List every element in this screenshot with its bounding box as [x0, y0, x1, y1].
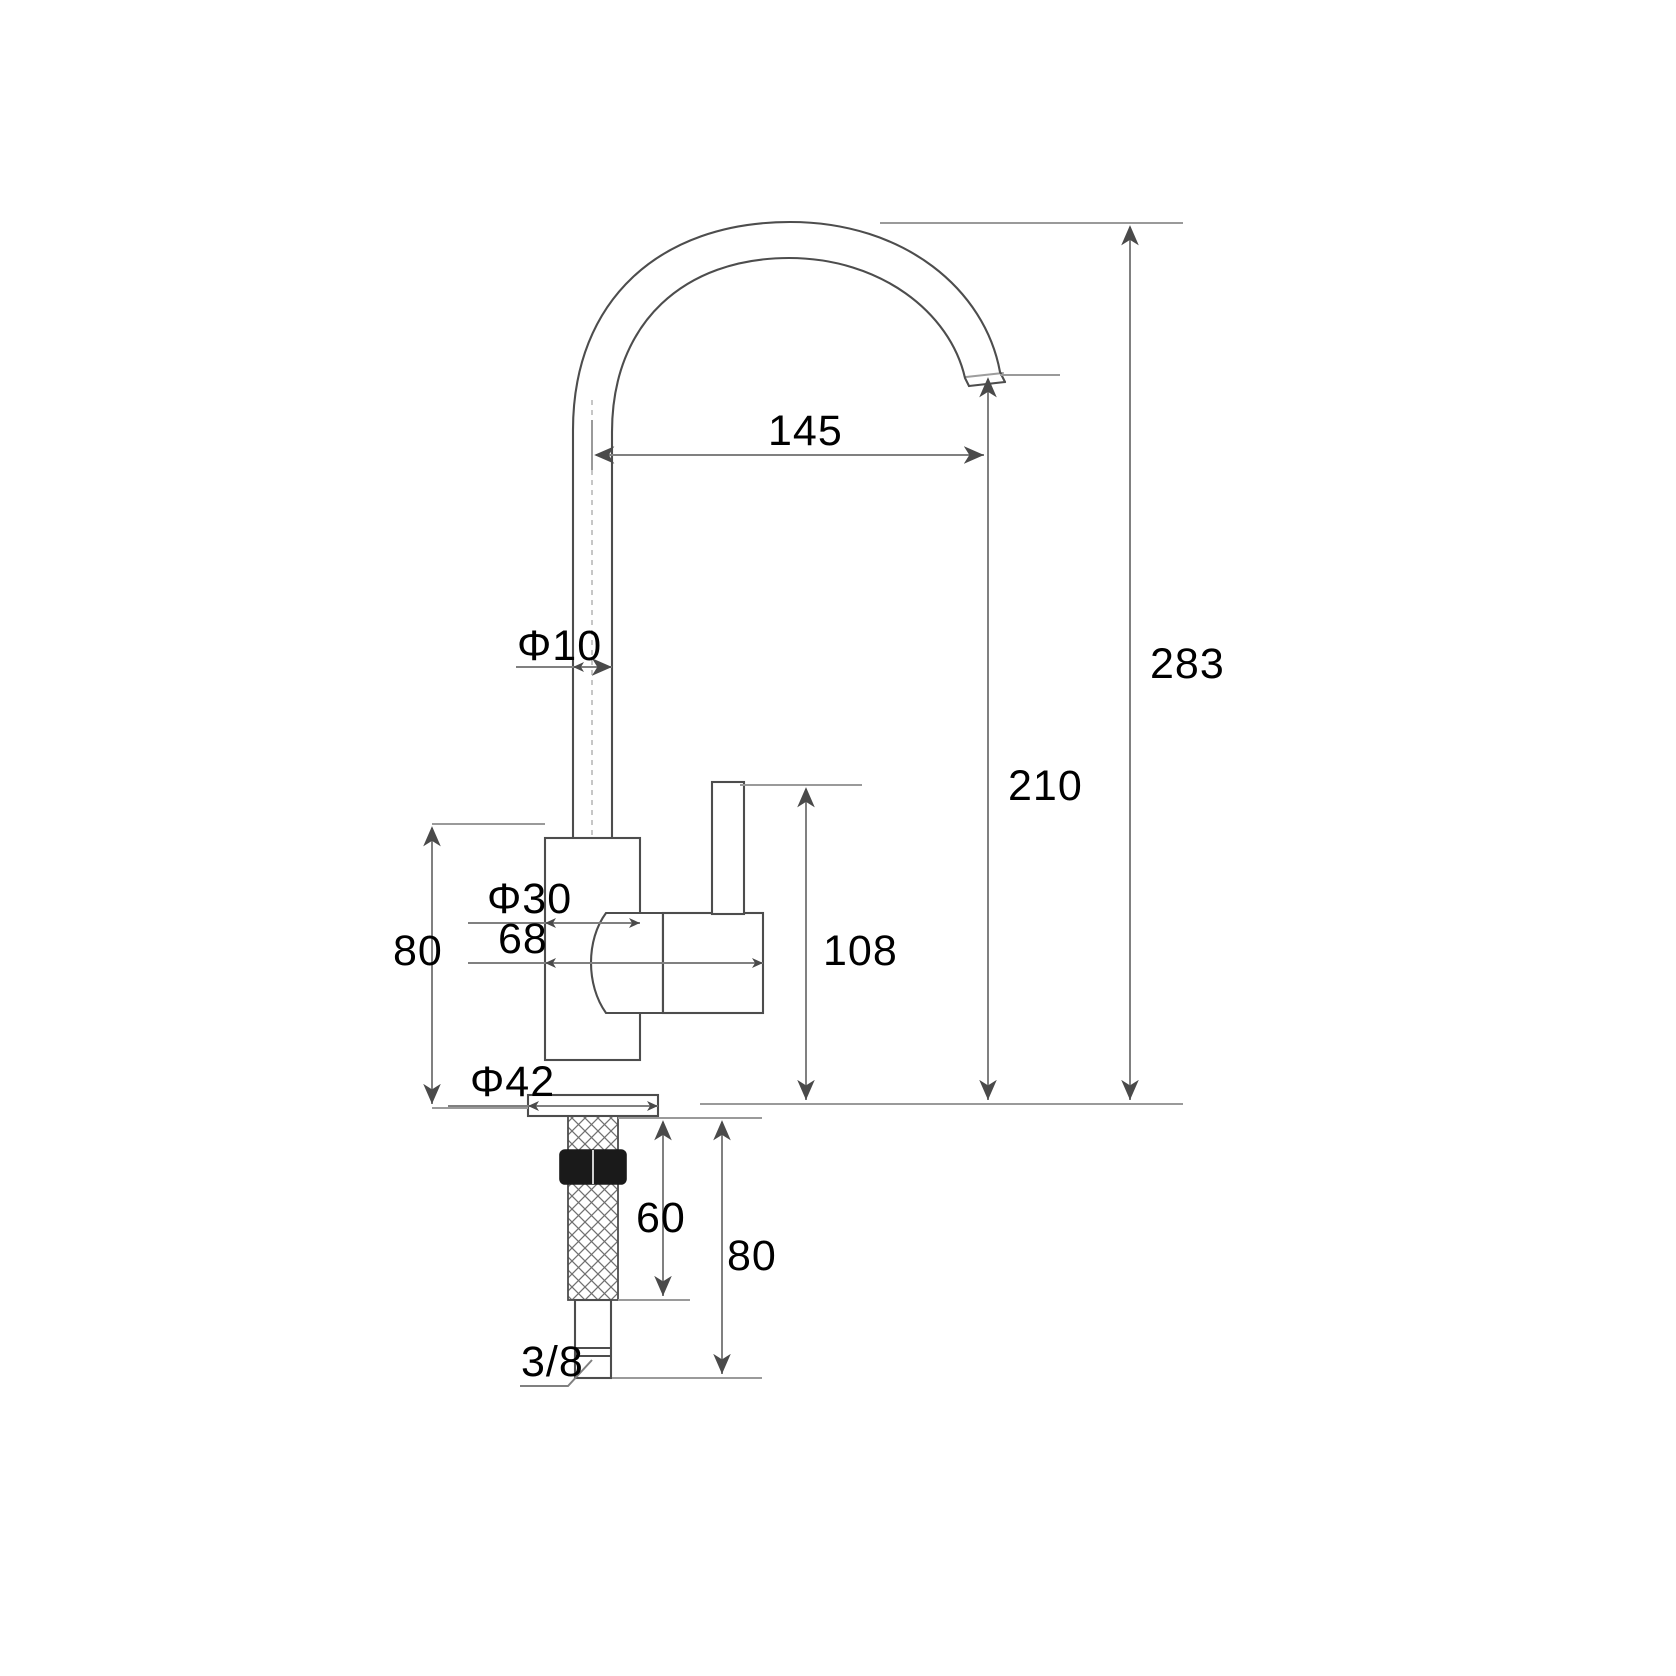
dim-label-handle-reach: 68 — [498, 915, 548, 963]
dim-label-body-height: 80 — [393, 927, 443, 975]
dim-label-thread-length: 60 — [636, 1194, 686, 1242]
dimension-annotations: 283 210 145 Φ10 Φ30 68 — [393, 222, 1225, 1387]
dim-label-inlet-thread: 3/8 — [521, 1338, 584, 1386]
faucet-part-geometry — [526, 220, 1007, 1380]
inlet-tube — [573, 1298, 613, 1380]
arrow-phi42-right — [647, 1101, 658, 1111]
handle-lever — [710, 780, 746, 916]
arrow-68-right — [752, 958, 763, 968]
arrow-phi30-left — [545, 918, 556, 928]
arrow-phi42-left — [528, 1101, 539, 1111]
dim-label-handle-height: 108 — [823, 927, 898, 975]
threaded-shank — [567, 1115, 619, 1301]
arrow-phi10-left — [573, 662, 584, 672]
dim-label-overall-height: 283 — [1150, 640, 1225, 688]
dim-label-spout-height: 210 — [1008, 762, 1083, 810]
dim-label-tube-diameter: Φ10 — [517, 622, 602, 670]
dim-label-reach: 145 — [768, 407, 843, 455]
dim-label-flange-diameter: Φ42 — [470, 1058, 555, 1106]
leader-line-inlet-thread — [520, 1359, 593, 1387]
arrow-phi30-right — [629, 918, 640, 928]
mounting-nut — [559, 1149, 627, 1185]
arrow-68-left — [545, 958, 556, 968]
dim-label-body-diameter: Φ30 — [487, 875, 572, 923]
dim-label-shank-total: 80 — [727, 1232, 777, 1280]
spout-arc — [571, 220, 1007, 802]
